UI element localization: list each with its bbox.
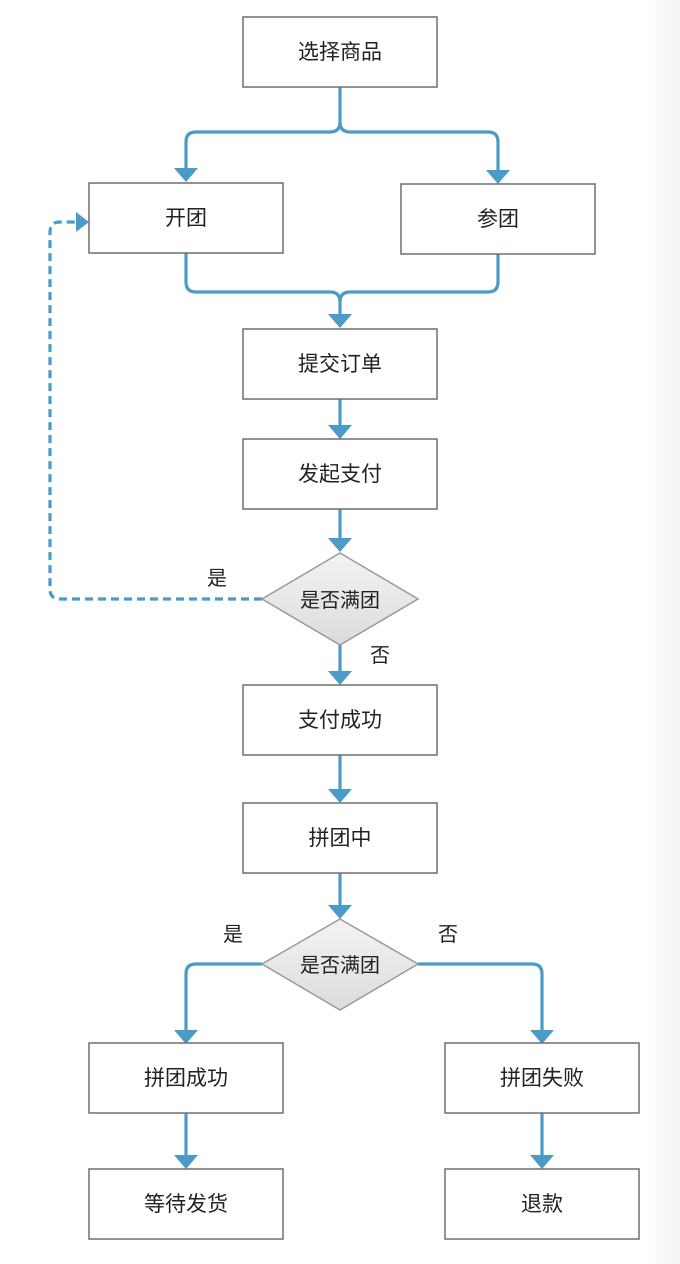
node-await-shipment: 等待发货 [88,1168,284,1240]
edge-open-merge [184,253,342,314]
label-check1-yes: 是 [207,566,227,590]
node-label: 支付成功 [298,708,382,732]
arrow-to-group-fail [530,1030,554,1044]
node-payment-success: 支付成功 [242,684,438,756]
node-label: 发起支付 [298,462,382,486]
node-label: 拼团成功 [144,1066,228,1090]
arrow-to-payment-success [328,671,352,685]
arrow-to-group-success [174,1030,198,1044]
node-label: 退款 [521,1192,563,1216]
connectors [48,87,554,1169]
edge-check2-no [418,962,544,1030]
arrow-to-open-group [174,168,198,182]
node-initiate-payment: 发起支付 [242,438,438,510]
right-edge-shade [645,0,680,1264]
node-label: 拼团失败 [500,1066,584,1090]
node-label: 等待发货 [144,1192,228,1216]
arrow-to-check-1 [328,538,352,552]
edge-check1-yes-loop [48,220,262,601]
node-group-success: 拼团成功 [88,1042,284,1114]
edge-check2-yes [184,962,262,1030]
arrow-to-check-2 [328,905,352,919]
arrow-to-join-group [486,170,510,184]
decision-label: 是否满团 [300,953,380,977]
arrow-to-await-shipment [174,1155,198,1169]
edge-select-join [338,121,500,170]
node-label: 参团 [477,207,519,231]
node-group-fail: 拼团失败 [444,1042,640,1114]
node-join-group: 参团 [400,183,596,255]
arrow-to-grouping [328,789,352,803]
arrow-to-submit-order [328,314,352,328]
decision-check-full-1: 是否满团 [260,552,420,646]
node-label: 拼团中 [309,826,372,850]
node-submit-order: 提交订单 [242,328,438,400]
edge-join-merge [338,254,500,303]
node-label: 选择商品 [298,40,382,64]
label-check2-yes: 是 [223,922,243,946]
node-select-product: 选择商品 [242,16,438,88]
decision-check-full-2: 是否满团 [260,918,420,1011]
decision-label: 是否满团 [300,588,380,612]
arrow-loop-to-open-group [76,212,89,232]
node-grouping: 拼团中 [242,802,438,874]
edge-select-split [184,87,342,168]
label-check1-no: 否 [370,643,390,667]
label-check2-no: 否 [438,922,458,946]
node-label: 开团 [165,206,207,230]
node-open-group: 开团 [88,182,284,254]
arrow-to-initiate-payment [328,425,352,439]
node-label: 提交订单 [298,352,382,376]
arrow-to-refund [530,1155,554,1169]
node-refund: 退款 [444,1168,640,1240]
